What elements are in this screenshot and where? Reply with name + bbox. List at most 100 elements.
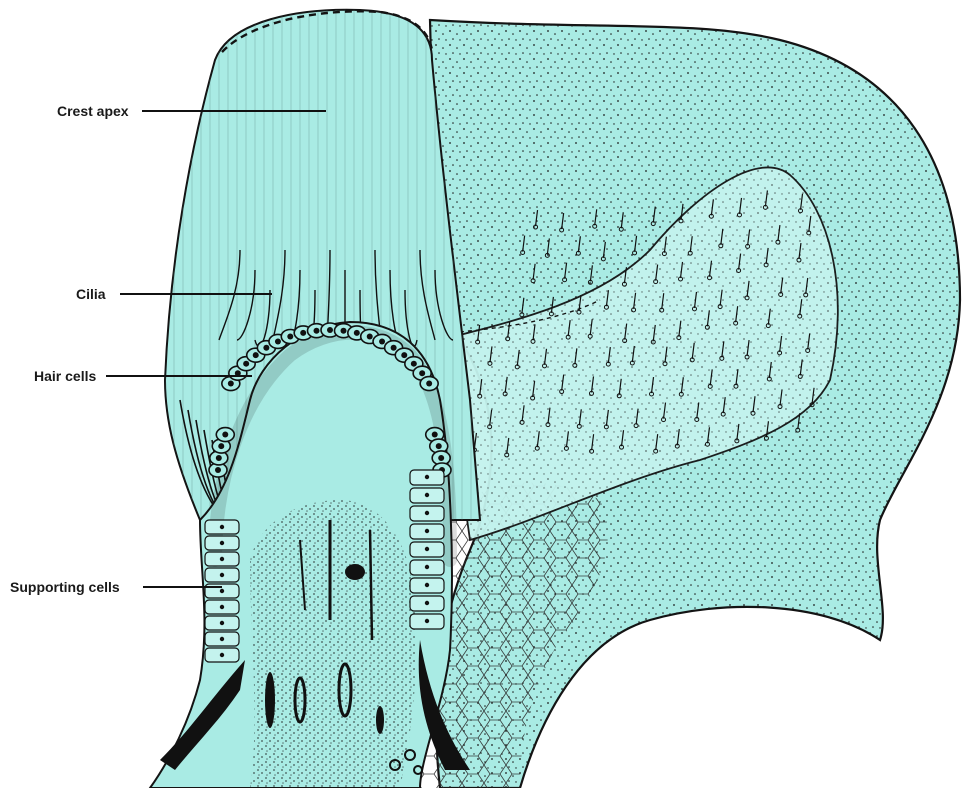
cilium [218,249,241,341]
hair-base [519,312,525,318]
hair-strand [676,429,680,446]
cilium [272,249,286,341]
hair-strand [779,389,783,406]
hair-strand [578,295,582,312]
hair-base [674,443,680,449]
hair-strand [663,236,667,253]
hair-base [542,363,548,369]
hair-base [806,230,812,236]
hair-strand [767,308,771,325]
hair-base [520,250,526,256]
hair-cell-nucleus [390,344,397,351]
hair-base [661,251,667,257]
hair-strand [578,409,582,426]
hair-cell-nucleus [274,338,281,345]
hair-strand [550,296,555,313]
hair-strand [691,342,695,359]
hair-strand [605,290,610,307]
cilium [434,269,454,341]
supporting-cell-nucleus [219,588,225,594]
hair-strand [689,236,693,253]
hair-strand [547,407,551,424]
hair-base [733,320,739,326]
hair-strand [798,242,802,260]
hair-base [777,350,783,356]
hair-strand [808,215,812,232]
hair-cell-nucleus [410,360,417,367]
cilium [419,249,436,341]
hair-strand [746,280,750,297]
hair-base [559,227,565,233]
hair-strand [618,378,622,395]
cilium [236,269,256,341]
hair-base [633,423,639,429]
hair-strand [521,297,525,314]
hair-strand [765,421,770,438]
hair-strand [602,241,606,258]
hair-cell-nucleus [431,431,438,438]
hair-strand [589,265,593,282]
hair-strand [780,277,784,294]
supporting-cell-nucleus [424,492,430,498]
hair-base [744,354,750,360]
hair-base [533,224,539,230]
hair-base [694,416,700,422]
hair-strand [719,289,723,306]
hair-strand [623,267,628,284]
hair-cell-nucleus [438,454,445,461]
supporting-cell-nucleus [424,582,430,588]
hair-base [631,307,637,313]
hair-cell-nucleus [263,344,270,351]
crista-body-stipple [250,500,417,788]
hair-strand [543,348,548,365]
hair-base [798,208,804,214]
supporting-cell-nucleus [424,474,430,480]
hair-base [708,213,714,219]
hair-cell-nucleus [218,443,225,450]
hair-base [661,417,667,423]
hair-strand [738,253,742,270]
hair-strand [693,291,698,308]
hair-base [797,373,803,379]
hair-strand [607,347,611,364]
hair-base [750,410,756,416]
hair-strand [574,348,578,365]
hair-base [678,276,684,282]
hair-strand [662,402,667,419]
hair-strand [565,431,570,448]
hair-strand [709,369,713,386]
hair-strand [765,247,769,264]
hair-strand [605,409,609,426]
hair-base [762,204,768,210]
hair-cell-nucleus [287,333,294,340]
hair-strand [590,376,595,393]
hair-base [650,221,656,227]
hair-cell-nucleus [215,467,221,473]
hair-strand [679,261,684,279]
hair-base [572,362,578,368]
hair-base [745,243,751,249]
hair-strand [620,212,624,229]
hair-base [616,393,622,399]
hair-strand [696,402,700,419]
hair-strand [479,379,483,396]
hair-base [707,275,713,281]
hair-strand [797,413,801,430]
hair-base [600,256,606,262]
hair-base [775,239,781,245]
hair-strand [706,427,711,444]
hair-base [676,335,682,341]
hair-base [805,347,811,353]
hair-strand [507,321,511,338]
hair-strand [632,292,637,309]
hair-strand [736,423,740,440]
hair-cell-nucleus [227,380,234,387]
hair-base [603,424,609,430]
hair-base [797,313,803,319]
hair-strand [680,203,684,220]
hair-strand [678,320,682,337]
hair-strand [546,238,550,255]
supporting-cell-nucleus [424,510,430,516]
hair-strand [633,235,638,252]
